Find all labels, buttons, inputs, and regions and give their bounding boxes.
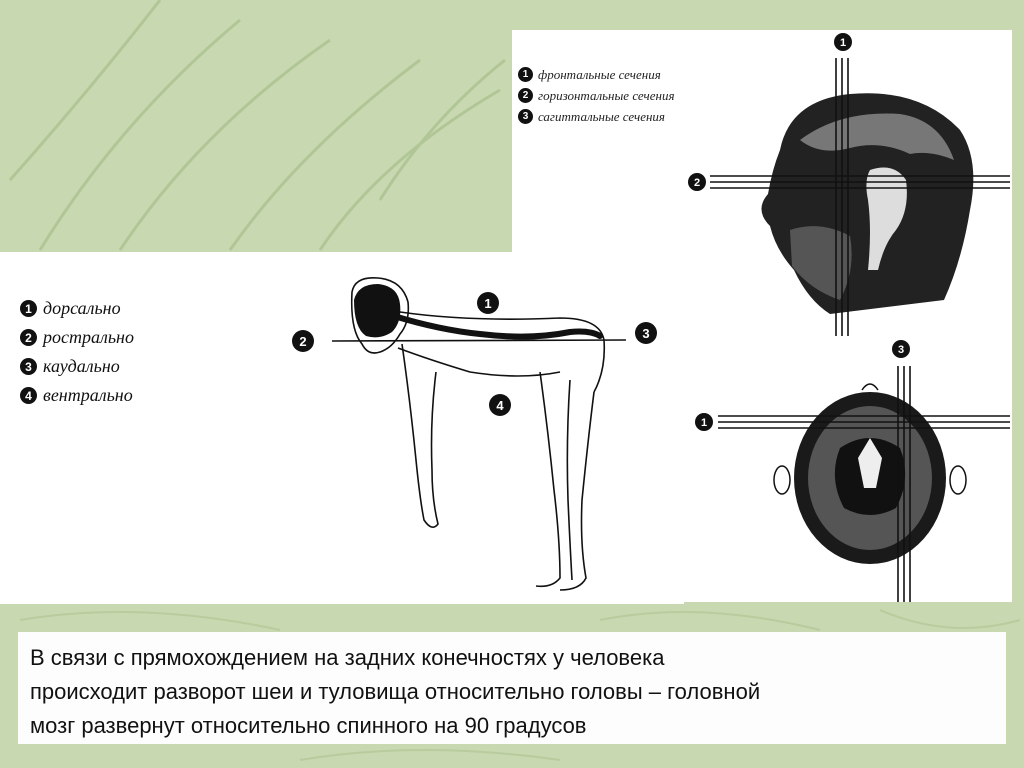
legend-label: сагиттальные сечения bbox=[538, 108, 665, 124]
legend-label: каудально bbox=[43, 356, 120, 376]
number-badge: 4 bbox=[20, 387, 37, 404]
sagittal-head-section: 1 2 bbox=[688, 33, 1010, 336]
number-badge: 2 bbox=[518, 88, 533, 103]
legend-label: вентрально bbox=[43, 385, 133, 405]
sagittal-plane-lines bbox=[897, 366, 911, 602]
svg-text:1: 1 bbox=[840, 37, 846, 49]
legend-label: дорсально bbox=[43, 298, 121, 318]
direction-legend: 1 дорсально 2 рострально 3 каудально 4 в… bbox=[20, 294, 134, 410]
svg-text:2: 2 bbox=[299, 334, 306, 349]
marker-horizontal: 2 bbox=[688, 173, 706, 191]
section-legend: 1 фронтальные сечения 2 горизонтальные с… bbox=[518, 64, 675, 127]
legend-item: 4 вентрально bbox=[20, 381, 134, 410]
body-outline bbox=[350, 276, 606, 591]
axial-head-section: 3 1 bbox=[695, 340, 1010, 602]
legend-item: 2 горизонтальные сечения bbox=[518, 85, 675, 106]
legend-label: рострально bbox=[43, 327, 134, 347]
caption-text: В связи с прямохождением на задних конеч… bbox=[30, 641, 990, 743]
caption-panel bbox=[18, 632, 1006, 744]
number-badge: 1 bbox=[20, 300, 37, 317]
svg-text:1: 1 bbox=[701, 417, 707, 429]
caption-line: мозг развернут относительно спинного на … bbox=[30, 713, 587, 738]
legend-label: фронтальные сечения bbox=[538, 66, 661, 82]
bent-body-diagram: 1 2 3 4 bbox=[292, 276, 657, 591]
marker-dorsal: 1 bbox=[477, 292, 499, 314]
number-badge: 3 bbox=[20, 358, 37, 375]
caption-line: происходит разворот шеи и туловища относ… bbox=[30, 679, 761, 704]
svg-text:3: 3 bbox=[898, 344, 904, 356]
marker-frontal: 1 bbox=[834, 33, 852, 51]
marker-sagittal: 3 bbox=[892, 340, 910, 358]
marker-ventral: 4 bbox=[489, 394, 511, 416]
legend-item: 3 каудально bbox=[20, 352, 134, 381]
number-badge: 1 bbox=[518, 67, 533, 82]
marker-frontal-axial: 1 bbox=[695, 413, 713, 431]
legend-item: 3 сагиттальные сечения bbox=[518, 106, 675, 127]
caption-line: В связи с прямохождением на задних конеч… bbox=[30, 645, 665, 670]
svg-text:3: 3 bbox=[642, 326, 649, 341]
svg-text:2: 2 bbox=[694, 177, 700, 189]
rostro-caudal-axis bbox=[331, 339, 627, 342]
number-badge: 3 bbox=[518, 109, 533, 124]
legend-label: горизонтальные сечения bbox=[538, 87, 675, 103]
legend-item: 2 рострально bbox=[20, 323, 134, 352]
svg-text:4: 4 bbox=[496, 398, 504, 413]
marker-rostral: 2 bbox=[292, 330, 314, 352]
frontal-plane-lines-axial bbox=[718, 415, 1010, 429]
horizontal-plane-lines bbox=[710, 175, 1010, 189]
svg-text:1: 1 bbox=[484, 296, 491, 311]
spinal-cord bbox=[391, 313, 603, 340]
marker-caudal: 3 bbox=[635, 322, 657, 344]
brain-shape bbox=[354, 284, 401, 338]
frontal-plane-lines bbox=[835, 58, 849, 336]
number-badge: 2 bbox=[20, 329, 37, 346]
legend-item: 1 дорсально bbox=[20, 294, 134, 323]
legend-item: 1 фронтальные сечения bbox=[518, 64, 675, 85]
